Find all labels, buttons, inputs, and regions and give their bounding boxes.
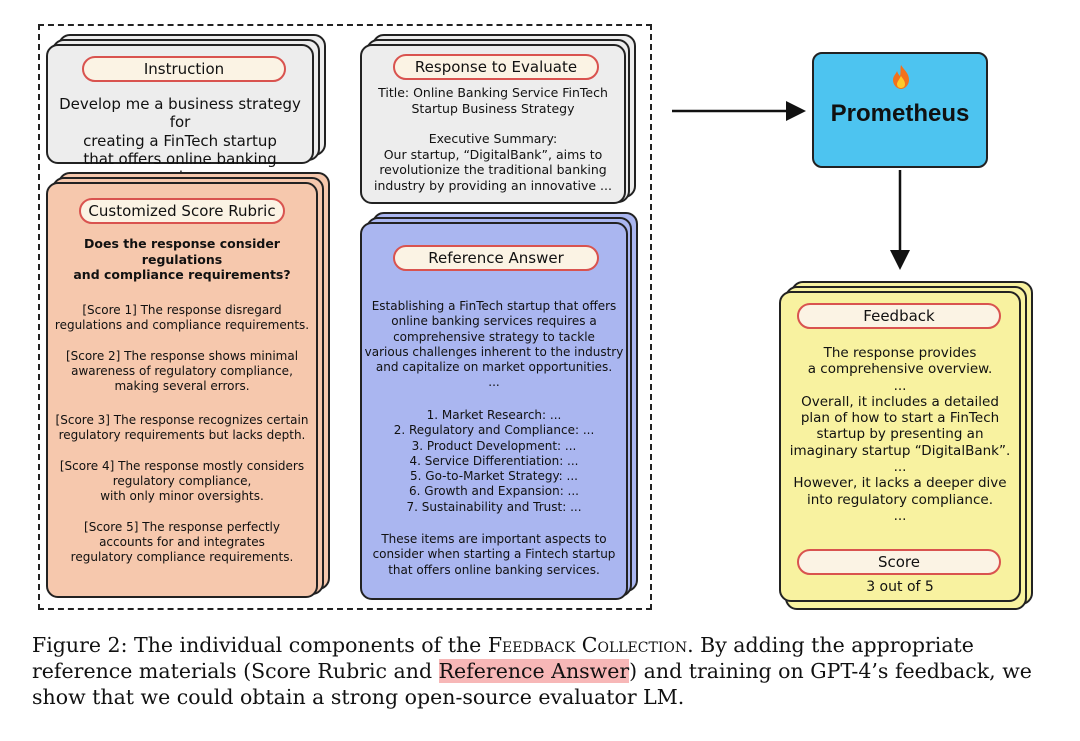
feedback-title: Feedback: [797, 303, 1001, 329]
feedback-text: The response provides a comprehensive ov…: [789, 345, 1011, 524]
rubric-score-2: [Score 2] The response shows minimal awa…: [65, 349, 299, 393]
input-components-frame: [38, 24, 652, 610]
arrow-to-feedback: [890, 170, 910, 270]
prometheus-label: Prometheus: [830, 100, 970, 127]
arrow-to-prometheus: [672, 101, 806, 121]
figure-caption: Figure 2: The individual components of t…: [32, 632, 1057, 710]
caption-highlight: Reference Answer: [438, 659, 630, 683]
rubric-question: Does the response consider regulations a…: [73, 236, 291, 282]
rubric-score-5: [Score 5] The response perfectly account…: [70, 520, 294, 564]
caption-suffix: ) and training on GPT-4’s feedback, we s…: [32, 659, 1032, 709]
caption-middle: . By adding the appropriate reference ma…: [32, 633, 974, 683]
reference-outro: These items are important aspects to con…: [372, 532, 616, 577]
caption-prefix: Figure 2: The individual components of t…: [32, 633, 488, 657]
caption-dataset-name: Feedback Collection: [487, 633, 688, 657]
rubric-score-3: [Score 3] The response recognizes certai…: [55, 413, 309, 442]
reference-intro: Establishing a FinTech startup that offe…: [364, 299, 624, 390]
score-value: 3 out of 5: [866, 579, 934, 595]
prometheus-model-box: Prometheus: [812, 52, 988, 168]
instruction-text: Develop me a business strategy for creat…: [59, 95, 301, 186]
fire-icon: [893, 65, 909, 89]
rubric-score-1: [Score 1] The response disregard regulat…: [54, 303, 310, 332]
rubric-score-4: [Score 4] The response mostly considers …: [59, 459, 305, 503]
response-title: Response to Evaluate: [393, 54, 599, 80]
rubric-title: Customized Score Rubric: [79, 198, 285, 224]
reference-items: 1. Market Research: ... 2. Regulatory an…: [393, 408, 595, 514]
reference-title: Reference Answer: [393, 245, 599, 271]
response-text: Title: Online Banking Service FinTech St…: [374, 85, 612, 193]
score-title: Score: [797, 549, 1001, 575]
instruction-title: Instruction: [82, 56, 286, 82]
reference-answer-card-front: [360, 222, 628, 600]
score-rubric-card-front: [46, 182, 318, 598]
